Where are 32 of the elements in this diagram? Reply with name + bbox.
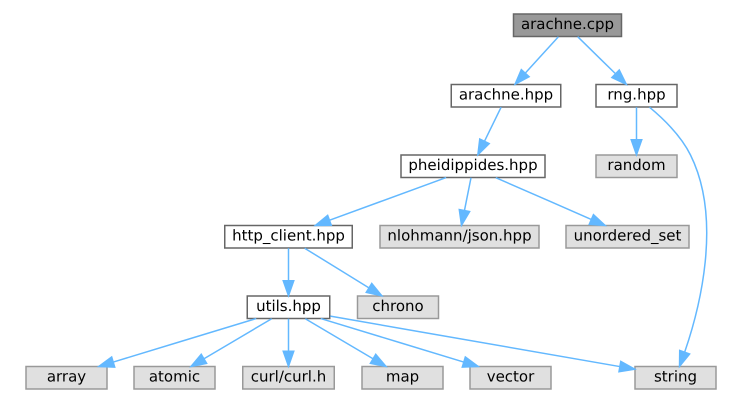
node-box: array: [24, 366, 108, 390]
node-box: string: [634, 366, 716, 390]
arrow: [513, 36, 558, 86]
node-box: utils.hpp: [246, 295, 330, 320]
node-box: arachne.hpp: [450, 84, 561, 108]
arrow: [320, 318, 480, 368]
arrow: [630, 107, 642, 158]
arrow: [304, 248, 384, 297]
arrow: [304, 318, 388, 368]
node-box: arachne.cpp: [512, 13, 622, 38]
node-box: chrono: [356, 295, 439, 320]
arrow: [312, 176, 446, 226]
arrow: [282, 248, 294, 298]
node-box: curl/curl.h: [242, 366, 334, 390]
arrow: [576, 36, 628, 86]
node-box: vector: [468, 366, 552, 390]
node-box: unordered_set: [564, 224, 690, 249]
node-box: atomic: [132, 366, 216, 390]
node-box: pheidippides.hpp: [400, 154, 546, 178]
arrow: [188, 318, 272, 368]
arrow: [458, 178, 472, 228]
node-box: map: [360, 366, 444, 390]
arrow: [476, 106, 502, 157]
node-box: random: [594, 154, 678, 178]
arrow: [495, 177, 607, 226]
node-box: nlohmann/json.hpp: [378, 224, 540, 249]
arrow: [648, 106, 707, 368]
arrow: [282, 318, 294, 369]
arrow: [330, 315, 636, 373]
node-box: rng.hpp: [594, 84, 678, 108]
arrow: [96, 318, 256, 368]
node-box: http_client.hpp: [224, 224, 352, 249]
